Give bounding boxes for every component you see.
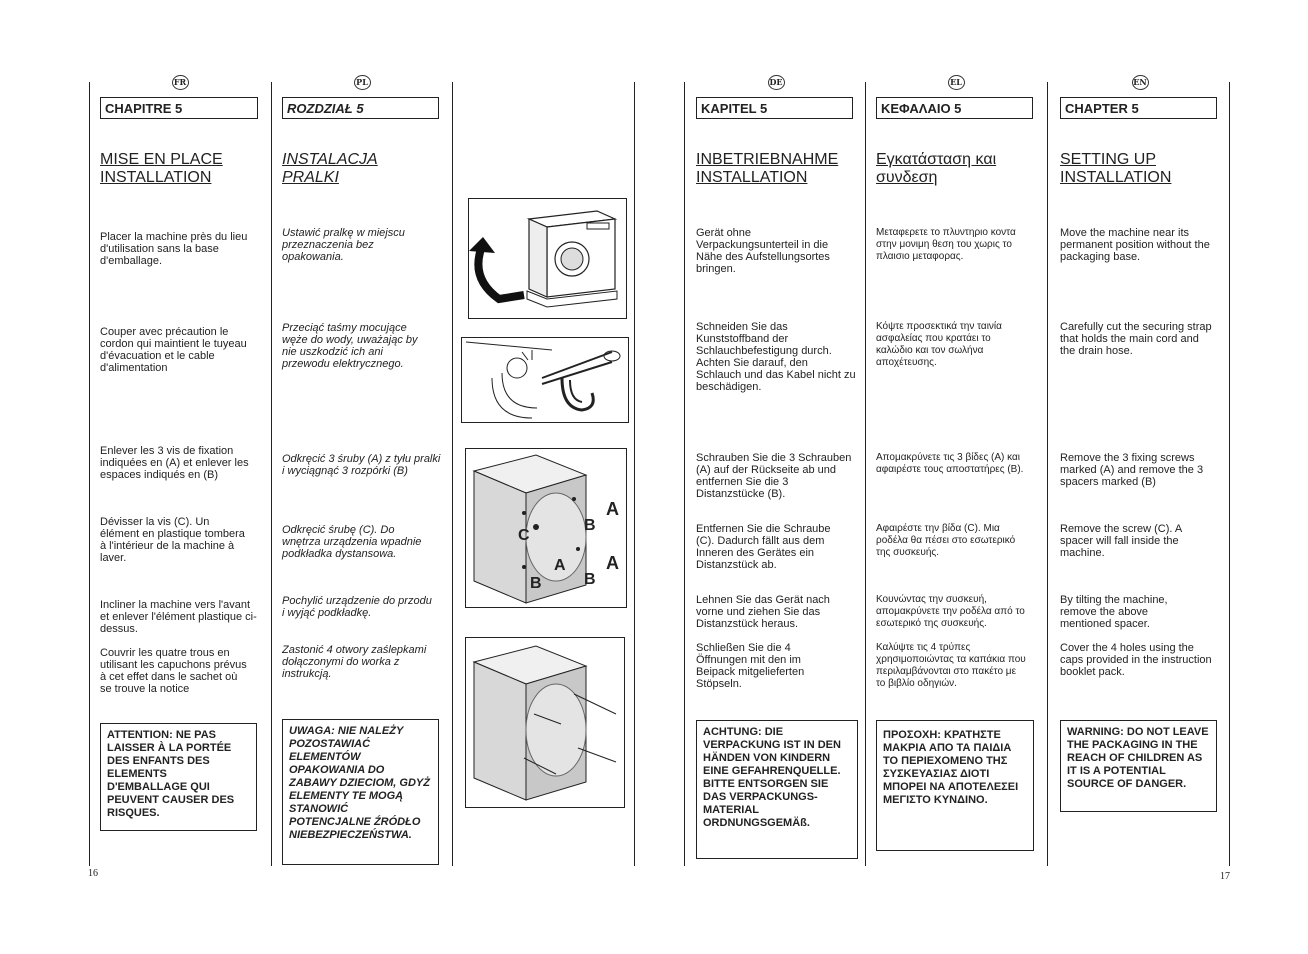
figure-rear-screws: A B C A A B B (465, 448, 627, 608)
step-4: Remove the screw (C). A spacer will fall… (1060, 523, 1182, 559)
warning-box: WARNING: DO NOT LEAVE THE PACKAGING IN T… (1060, 720, 1217, 812)
step-4: Odkręcić śrubę (C). Do wnętrza urządzeni… (282, 524, 422, 560)
warning-box: ΠΡΟΣΟΧΗ: ΚΡΑΤΗΣΤΕ ΜΑΚΡΙΑ ΑΠΟ ΤΑ ΠΑΙΔΙΑ Τ… (876, 720, 1034, 851)
warning-box: ACHTUNG: DIE VERPACKUNG IST IN DEN HÄNDE… (696, 720, 858, 859)
step-6: Cover the 4 holes using the caps provide… (1060, 642, 1212, 678)
label-b: B (584, 517, 596, 534)
label-b: B (584, 571, 596, 588)
section-title: MISE EN PLACE INSTALLATION (100, 151, 223, 186)
warning-box: UWAGA: NIE NALEŻY POZOSTAWIAĆ ELEMENTÓW … (282, 719, 439, 865)
step-1: Move the machine near its permanent posi… (1060, 227, 1210, 263)
chapter-heading: CHAPTER 5 (1060, 97, 1217, 119)
lang-badge-en: EN (1131, 75, 1149, 90)
step-5: Lehnen Sie das Gerät nach vorne und zieh… (696, 594, 830, 630)
step-2: Couper avec précaution le cordon qui mai… (100, 326, 247, 374)
column-divider (89, 82, 90, 866)
step-2: Carefully cut the securing strap that ho… (1060, 321, 1212, 357)
rear-panel-illustration (472, 454, 588, 604)
lang-badge-fr: FR (171, 75, 189, 90)
section-title: Εγκατάσταση και συνδεση (876, 151, 997, 186)
label-a: A (606, 553, 619, 573)
step-6: Zastonić 4 otwory zaślepkami dołączonymi… (282, 644, 427, 680)
step-2: Przeciąć taśmy mocujące węże do wody, uw… (282, 322, 418, 370)
washing-machine-illustration (469, 210, 618, 308)
figure-moving-machine (468, 198, 627, 319)
step-4: Αφαιρέστε την βίδα (C). Μια ροδέλα θα πέ… (876, 523, 1016, 558)
step-3: Enlever les 3 vis de fixation indiquées … (100, 445, 249, 481)
chapter-heading: KAPITEL 5 (696, 97, 853, 119)
step-3: Απομακρύνετε τις 3 βίδες (A) και αφαιρέσ… (876, 452, 1024, 475)
step-3: Schrauben Sie die 3 Schrauben (A) auf de… (696, 452, 852, 500)
lang-badge-el: EL (947, 75, 965, 90)
chapter-heading: ΚΕΦΑΛΑΙΟ 5 (876, 97, 1033, 119)
warning-box: ATTENTION: NE PAS LAISSER À LA PORTÉE DE… (100, 723, 257, 831)
step-5: Pochylić urządzenie do przodu i wyjąć po… (282, 595, 432, 619)
section-title: SETTING UP INSTALLATION (1060, 151, 1172, 186)
page-number-left: 16 (88, 868, 98, 879)
figure-cut-strap (461, 337, 629, 423)
step-1: Ustawić pralkę w miejscu przeznaczenia b… (282, 227, 405, 263)
lang-badge-pl: PL (353, 75, 371, 90)
figure-cover-holes (465, 637, 625, 808)
section-title: INBETRIEBNAHME INSTALLATION (696, 151, 839, 186)
step-1: Μεταφερετε το πλυντηριο κοντα στην μονιμ… (876, 227, 1016, 262)
step-1: Placer la machine près du lieu d'utilisa… (100, 231, 248, 267)
column-divider (634, 82, 635, 866)
column-divider (452, 82, 453, 866)
step-2: Κόψτε προσεκτικά την ταινία ασφαλείας πο… (876, 321, 1002, 368)
label-a: A (554, 557, 566, 574)
step-6: Καλύψτε τις 4 τρύπες χρησιμοποιώντας τα … (876, 642, 1026, 689)
column-divider (865, 82, 866, 866)
step-3: Remove the 3 fixing screws marked (A) an… (1060, 452, 1204, 488)
column-divider (1229, 82, 1230, 866)
column-divider (271, 82, 272, 866)
label-c: C (518, 527, 530, 544)
lang-badge-de: DE (767, 75, 785, 90)
step-5: Κουνώντας την συσκευή, απομακρύνετε την … (876, 594, 1025, 629)
scissors-strap-illustration (465, 341, 621, 419)
label-a: A (606, 499, 619, 519)
step-4: Entfernen Sie die Schraube (C). Dadurch … (696, 523, 831, 571)
column-divider (1047, 82, 1048, 866)
step-1: Gerät ohne Verpackungsunterteil in die N… (696, 227, 830, 275)
step-2: Schneiden Sie das Kunststoffband der Sch… (696, 321, 856, 393)
page-number-right: 17 (1220, 871, 1230, 882)
label-b: B (530, 575, 542, 592)
step-5: Incliner la machine vers l'avant et enle… (100, 599, 257, 635)
cover-holes-illustration (472, 645, 617, 801)
step-5: By tilting the machine, remove the above… (1060, 594, 1168, 630)
chapter-heading: CHAPITRE 5 (100, 97, 258, 119)
step-6: Couvrir les quatre trous en utilisant le… (100, 647, 247, 695)
section-title: INSTALACJA PRALKI (282, 151, 378, 186)
column-divider (684, 82, 685, 866)
chapter-heading: ROZDZIAŁ 5 (282, 97, 439, 119)
step-3: Odkręcić 3 śruby (A) z tyłu pralki i wyc… (282, 453, 441, 477)
step-6: Schließen Sie die 4 Öffnungen mit den im… (696, 642, 805, 690)
step-4: Dévisser la vis (C). Un élément en plast… (100, 516, 245, 564)
